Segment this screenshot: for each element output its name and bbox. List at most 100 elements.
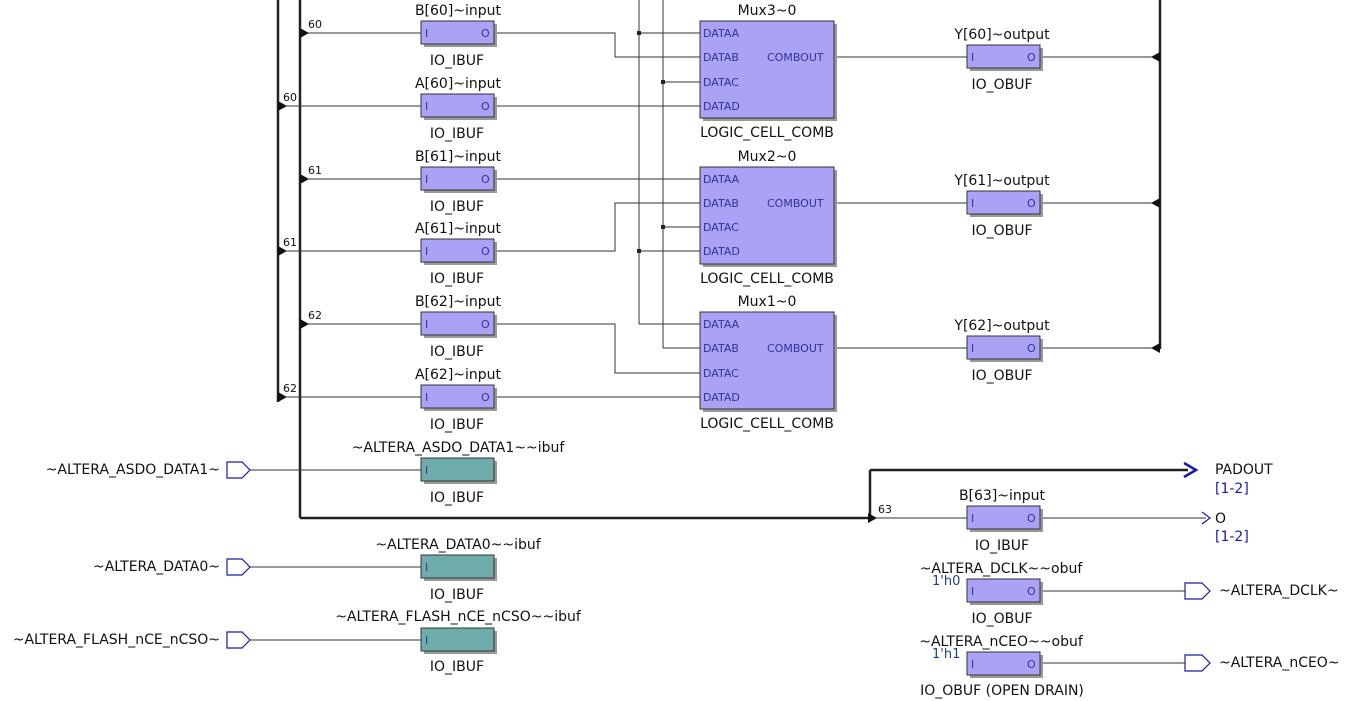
o-arrow [1201, 511, 1211, 525]
bus-tap-arrows [278, 28, 1160, 523]
block-type: IO_OBUF (OPEN DRAIN) [920, 683, 1084, 699]
block-name: A[61]~input [415, 221, 502, 237]
routing-wires [250, 0, 1206, 664]
block-name: Y[61]~output [953, 173, 1050, 189]
padout-port[interactable]: PADOUT [1-2] [1215, 462, 1273, 497]
ibuf-a61[interactable]: A[61]~input I O IO_IBUF [415, 221, 502, 287]
port-in: I [425, 391, 428, 404]
port-out: O [1027, 585, 1036, 598]
port-datad: DATAD [703, 100, 740, 113]
port-label: O [1215, 511, 1226, 527]
block-type: IO_IBUF [430, 587, 484, 603]
port-in: I [425, 464, 428, 477]
port-datab: DATAB [703, 342, 739, 355]
port-range: [1-2] [1215, 529, 1249, 545]
ibuf-a60[interactable]: A[60]~input I O IO_IBUF [415, 76, 502, 142]
block-name: Mux3~0 [738, 3, 797, 19]
block-type: IO_IBUF [430, 417, 484, 433]
bit-label: 62 [283, 382, 297, 395]
pin-name: ~ALTERA_DCLK~ [1219, 583, 1339, 599]
port-in: I [971, 51, 974, 64]
port-out: O [1027, 51, 1036, 64]
port-datac: DATAC [703, 367, 739, 380]
block-type: LOGIC_CELL_COMB [700, 125, 834, 141]
mux2-cell[interactable]: Mux2~0 DATAA DATAB DATAC DATAD COMBOUT L… [699, 149, 837, 287]
ibuf-b60[interactable]: B[60]~input I O IO_IBUF [415, 3, 502, 69]
ibuf-a62[interactable]: A[62]~input I O IO_IBUF [415, 367, 502, 433]
altera-asdo-input[interactable]: ~ALTERA_ASDO_DATA1~ ~ALTERA_ASDO_DATA1~~… [46, 440, 566, 506]
port-in: I [425, 634, 428, 647]
block-name: B[62]~input [415, 294, 502, 310]
block-name: B[63]~input [959, 488, 1046, 504]
port-out: O [481, 245, 490, 258]
obuf-y61[interactable]: Y[61]~output I O IO_OBUF [953, 173, 1050, 239]
port-in: I [425, 173, 428, 186]
port-combout: COMBOUT [767, 51, 824, 64]
block-name: Y[60]~output [953, 27, 1050, 43]
block-name: Mux2~0 [738, 149, 797, 165]
block-name: ~ALTERA_ASDO_DATA1~~ibuf [352, 440, 566, 456]
block-type: IO_IBUF [430, 490, 484, 506]
block-type: LOGIC_CELL_COMB [700, 416, 834, 432]
port-datab: DATAB [703, 51, 739, 64]
port-combout: COMBOUT [767, 197, 824, 210]
input-pin-icon [226, 631, 251, 649]
block-type: IO_IBUF [975, 538, 1029, 554]
port-out: O [1027, 197, 1036, 210]
mux1-cell[interactable]: Mux1~0 DATAA DATAB DATAC DATAD COMBOUT L… [699, 294, 837, 432]
port-out: O [481, 391, 490, 404]
bit-label: 63 [878, 503, 892, 516]
pin-name: ~ALTERA_nCEO~ [1219, 655, 1340, 671]
port-in: I [425, 100, 428, 113]
block-type: IO_OBUF [971, 368, 1032, 384]
port-label: PADOUT [1215, 462, 1273, 478]
block-type: IO_IBUF [430, 126, 484, 142]
port-dataa: DATAA [703, 318, 740, 331]
port-range: [1-2] [1215, 481, 1249, 497]
padout-bus-arrow [1183, 461, 1199, 479]
block-type: IO_IBUF [430, 271, 484, 287]
port-out: O [481, 100, 490, 113]
block-type: IO_IBUF [430, 53, 484, 69]
bit-label: 61 [283, 236, 297, 249]
obuf-y60[interactable]: Y[60]~output I O IO_OBUF [953, 27, 1050, 93]
port-datad: DATAD [703, 391, 740, 404]
port-in: I [971, 197, 974, 210]
block-type: LOGIC_CELL_COMB [700, 271, 834, 287]
block-name: A[60]~input [415, 76, 502, 92]
bit-label: 62 [308, 309, 322, 322]
ibuf-b62[interactable]: B[62]~input I O IO_IBUF [415, 294, 502, 360]
block-type: IO_IBUF [430, 344, 484, 360]
pin-name: ~ALTERA_DATA0~ [93, 559, 220, 575]
block-name: ~ALTERA_nCEO~~obuf [919, 634, 1084, 650]
altera-nceo-obuf[interactable]: ~ALTERA_nCEO~~obuf 1'h1 I O IO_OBUF (OPE… [919, 634, 1339, 699]
block-name: Y[62]~output [953, 318, 1050, 334]
block-type: IO_OBUF [971, 77, 1032, 93]
ibuf-b61[interactable]: B[61]~input I O IO_IBUF [415, 149, 502, 215]
port-datac: DATAC [703, 76, 739, 89]
block-name: A[62]~input [415, 367, 502, 383]
altera-data0-input[interactable]: ~ALTERA_DATA0~ ~ALTERA_DATA0~~ibuf I IO_… [93, 537, 542, 603]
port-out: O [481, 27, 490, 40]
o-port[interactable]: O [1-2] [1215, 511, 1249, 545]
port-in: I [971, 585, 974, 598]
altera-dclk-obuf[interactable]: ~ALTERA_DCLK~~obuf 1'h0 I O IO_OBUF ~ALT… [920, 561, 1339, 627]
output-pin-icon [1184, 582, 1211, 600]
port-datad: DATAD [703, 245, 740, 258]
input-wires [278, 32, 422, 398]
block-name: ~ALTERA_DCLK~~obuf [920, 561, 1084, 577]
port-in: I [971, 512, 974, 525]
port-out: O [1027, 512, 1036, 525]
altera-flash-input[interactable]: ~ALTERA_FLASH_nCE_nCSO~ ~ALTERA_FLASH_nC… [13, 609, 582, 675]
mux3-cell[interactable]: Mux3~0 DATAA DATAB DATAC DATAD COMBOUT L… [699, 3, 837, 141]
ibuf-b63[interactable]: B[63]~input I O IO_IBUF [959, 488, 1046, 554]
port-dataa: DATAA [703, 27, 740, 40]
const-value: 1'h0 [932, 574, 960, 589]
bit-label: 60 [308, 18, 322, 31]
junction-dots [637, 31, 665, 253]
port-in: I [971, 658, 974, 671]
port-dataa: DATAA [703, 173, 740, 186]
obuf-y62[interactable]: Y[62]~output I O IO_OBUF [953, 318, 1050, 384]
bit-label: 60 [283, 91, 297, 104]
pin-name: ~ALTERA_FLASH_nCE_nCSO~ [13, 632, 220, 648]
